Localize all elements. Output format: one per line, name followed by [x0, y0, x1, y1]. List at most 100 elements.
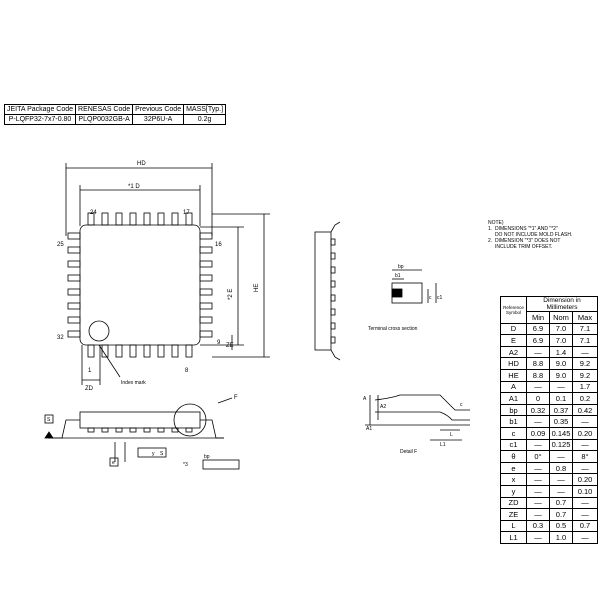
s-datum-box: [44, 414, 54, 424]
dimension-cell-min: 0°: [526, 450, 550, 463]
terminal-b1: b1: [395, 273, 401, 279]
side-lead: [330, 336, 336, 344]
dimension-row: x——0.20: [500, 473, 598, 486]
dimension-cell-min: 0.32: [526, 403, 550, 417]
dimension-cell-min: —: [526, 496, 550, 510]
dimension-cell-nom: 0.1: [549, 392, 573, 405]
top-pins: [87, 212, 193, 226]
pin: [101, 344, 109, 358]
dimension-cell-sym: θ: [500, 450, 527, 463]
dimension-cell-min: —: [526, 461, 550, 475]
dimension-cell-min: —: [526, 508, 550, 521]
tol-label: *3: [183, 462, 188, 468]
pin: [129, 344, 137, 358]
dimension-row: e—0.8—: [500, 461, 598, 475]
dimension-cell-nom: 1.4: [549, 345, 573, 359]
terminal-c1: c1: [437, 295, 443, 301]
dimension-cell-min: 8.8: [526, 357, 550, 370]
pin-label-1: 1: [88, 368, 92, 374]
dimension-cell-min: 0.3: [526, 519, 550, 533]
ref-symbol-header: Reference Symbol: [500, 296, 527, 324]
dimension-cell-nom: 7.0: [549, 322, 573, 336]
pin: [67, 288, 81, 296]
dimension-cell-max: 0.42: [572, 403, 598, 417]
dimension-cell-sym: L: [500, 519, 527, 533]
side-lead: [143, 427, 151, 433]
detail-body-top: [374, 394, 470, 411]
dimension-cell-nom: —: [549, 380, 573, 394]
pin-label-17: 17: [183, 210, 190, 216]
pin: [67, 330, 81, 338]
dims-title-row: Reference Symbol Dimension in Millimeter…: [500, 296, 598, 324]
pin: [87, 344, 95, 358]
pin: [199, 288, 213, 296]
dimension-cell-sym: y: [500, 484, 527, 498]
dimension-cell-min: —: [526, 415, 550, 428]
dimension-cell-sym: L1: [500, 531, 527, 544]
side-view-right: [314, 221, 341, 361]
index-leader: [98, 344, 121, 378]
dimension-cell-nom: 9.0: [549, 357, 573, 370]
side-lead: [185, 427, 193, 433]
dimension-cell-nom: 0.125: [549, 438, 573, 452]
dimension-cell-nom: —: [549, 484, 573, 498]
dimension-cell-min: 0.09: [526, 426, 550, 440]
pin: [199, 302, 213, 310]
dimension-cell-min: —: [526, 531, 550, 544]
side-lead-bends: [330, 221, 341, 361]
pin: [67, 316, 81, 324]
ze-label: ZE: [226, 343, 234, 349]
pin: [199, 330, 213, 338]
dimension-cell-sym: E: [500, 334, 527, 347]
pin: [115, 212, 123, 226]
dimension-cell-sym: ZD: [500, 496, 527, 510]
dimension-cell-min: —: [526, 473, 550, 486]
detail-lead: [375, 411, 470, 421]
package-code-table: JEITA Package Code RENESAS Code Previous…: [3, 104, 227, 125]
dims-title: Dimension in Millimeters: [526, 296, 598, 312]
terminal-c: c: [429, 295, 432, 301]
index-mark-label: Index mark: [121, 380, 146, 386]
dimension-cell-min: —: [526, 484, 550, 498]
position-frame: [202, 459, 240, 470]
terminal-bp: bp: [398, 264, 404, 270]
dimension-cell-max: 8°: [572, 450, 598, 463]
notes-block: NOTE) 1. DIMENSIONS "*1" AND "*2" DO NOT…: [488, 220, 598, 250]
side-lead: [330, 294, 336, 302]
side-lead: [330, 252, 336, 260]
pin-label-9: 9: [217, 340, 221, 346]
dimension-cell-sym: bp: [500, 403, 527, 417]
side-lead: [115, 427, 123, 433]
f-leader: [217, 397, 233, 404]
side-view-bottom: [44, 403, 240, 470]
pin: [199, 232, 213, 240]
dimension-cell-min: 6.9: [526, 334, 550, 347]
dimension-cell-max: 0.20: [572, 426, 598, 440]
dimension-cell-min: 6.9: [526, 322, 550, 336]
dimension-cell-sym: e: [500, 461, 527, 475]
dimension-cell-nom: 0.145: [549, 426, 573, 440]
pin: [115, 344, 123, 358]
dimension-cell-nom: 7.0: [549, 334, 573, 347]
dimension-cell-nom: 0.8: [549, 461, 573, 475]
dimension-cell-sym: D: [500, 322, 527, 336]
dimension-row: c1—0.125—: [500, 438, 598, 452]
pin: [157, 344, 165, 358]
dimension-cell-sym: HD: [500, 357, 527, 370]
dimension-row: ZE—0.7—: [500, 508, 598, 521]
package-body: [79, 224, 201, 346]
dimension-cell-max: 0.10: [572, 484, 598, 498]
detail-a1: A1: [366, 426, 372, 432]
dimension-cell-max: —: [572, 508, 598, 521]
detail-a: A: [363, 396, 367, 402]
dims-col-header-row: Min Nom Max: [501, 311, 598, 324]
dimension-cell-sym: A: [500, 380, 527, 394]
dimension-row: ZD—0.7—: [500, 496, 598, 510]
dimension-row: A——1.7: [500, 380, 598, 394]
